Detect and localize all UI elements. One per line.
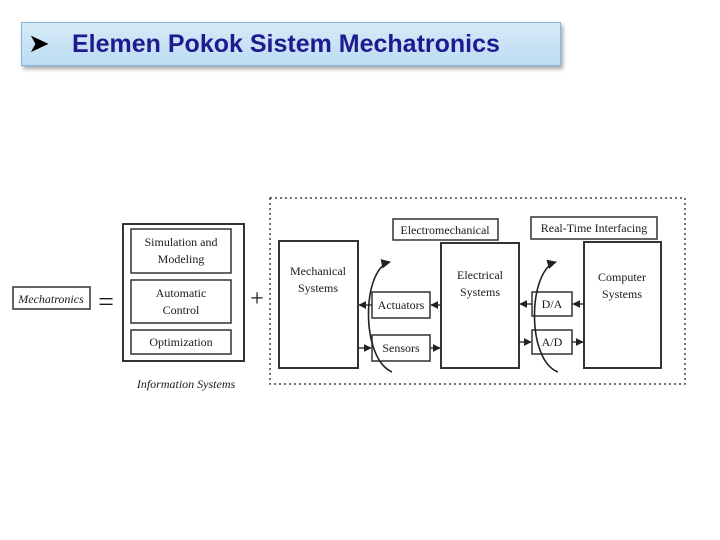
sensors-label: Sensors: [382, 341, 420, 355]
title-banner: ➤ Elemen Pokok Sistem Mechatronics: [21, 22, 561, 66]
simulation-block: [130, 228, 232, 274]
mech-loop-arc: [367, 259, 393, 373]
electrical-label-1: Electrical: [457, 268, 504, 282]
da-label: D/A: [542, 297, 563, 311]
da-block: [531, 291, 573, 317]
electromechanical-box: [392, 218, 499, 241]
page-title: Elemen Pokok Sistem Mechatronics: [72, 29, 500, 58]
computer-label-1: Computer: [598, 270, 646, 284]
computer-systems-block: [583, 241, 662, 369]
plus-sign: +: [250, 286, 264, 312]
optimization-label: Optimization: [149, 335, 212, 349]
interface-loop-arc: [533, 259, 559, 373]
mechanical-label-2: Systems: [298, 281, 338, 295]
simulation-label-2: Modeling: [158, 252, 205, 266]
actuators-label: Actuators: [378, 298, 425, 312]
ad-label: A/D: [542, 335, 563, 349]
computer-label-2: Systems: [602, 287, 642, 301]
electromechanical-label: Electromechanical: [400, 223, 490, 237]
ad-block: [531, 329, 573, 355]
electrical-label-2: Systems: [460, 285, 500, 299]
automatic-control-block: [130, 279, 232, 324]
realtime-box: [530, 216, 658, 240]
mechanical-label-1: Mechanical: [290, 264, 347, 278]
mechanical-systems-block: [278, 240, 359, 369]
mechatronics-box: [12, 286, 91, 310]
information-systems-caption: Information Systems: [136, 377, 236, 391]
automatic-label-2: Control: [163, 303, 200, 317]
realtime-label: Real-Time Interfacing: [541, 221, 648, 235]
simulation-label-1: Simulation and: [145, 235, 218, 249]
electrical-systems-block: [440, 242, 520, 369]
arrow-bullet-icon: ➤: [28, 29, 50, 59]
equals-sign: =: [98, 287, 114, 318]
optimization-block: [130, 329, 232, 355]
automatic-label-1: Automatic: [156, 286, 207, 300]
actuators-block: [371, 291, 431, 319]
mechatronics-label: Mechatronics: [17, 292, 84, 306]
